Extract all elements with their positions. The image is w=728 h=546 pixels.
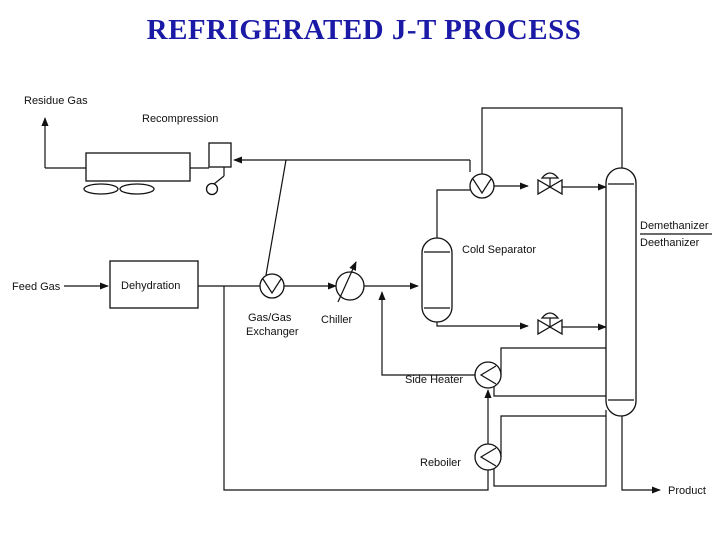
aftercooler xyxy=(85,152,191,182)
cold-separator-label: Cold Separator xyxy=(462,244,536,256)
chiller-icon xyxy=(335,261,365,303)
gas-gas-exchanger-icon xyxy=(259,273,285,299)
cold-separator-vessel xyxy=(421,237,453,323)
product-label: Product xyxy=(668,485,706,497)
side-heater-draw-line xyxy=(500,347,606,375)
product-line xyxy=(621,416,661,494)
feed-bypass-line xyxy=(223,286,489,491)
reboiler-label: Reboiler xyxy=(420,457,461,469)
side-heater-return-line xyxy=(493,387,606,397)
demethanizer-overhead-line xyxy=(481,107,623,174)
gas-exchanger-label-2: Exchanger xyxy=(246,326,299,338)
recompressor-icon xyxy=(205,142,232,196)
jt-valve-upper-icon xyxy=(537,172,563,196)
feed-gas-label: Feed Gas xyxy=(12,281,61,293)
dehydration-label: Dehydration xyxy=(121,280,180,292)
residue-gas-line xyxy=(41,117,209,169)
reboiler-draw-line xyxy=(500,415,606,457)
separator-liquid-line xyxy=(436,322,529,330)
chiller-label: Chiller xyxy=(321,314,353,326)
gas-exchanger-label-1: Gas/Gas xyxy=(248,312,292,324)
slide-title: REFRIGERATED J-T PROCESS xyxy=(146,14,582,46)
aftercooler-fan-icon xyxy=(83,183,155,195)
overhead-exchanger-icon xyxy=(469,173,495,199)
demethanizer-column xyxy=(605,167,637,417)
sideheater-to-chiller-line xyxy=(378,291,475,376)
side-heater-label: Side Heater xyxy=(405,374,463,386)
residue-gas-label: Residue Gas xyxy=(24,95,88,107)
separator-vapor-line xyxy=(436,189,470,238)
reboiler-icon xyxy=(474,443,502,471)
demethanizer-label: Demethanizer xyxy=(640,220,709,232)
deethanizer-label: Deethanizer xyxy=(640,237,700,249)
dehydration-unit xyxy=(109,260,199,309)
recompression-label: Recompression xyxy=(142,113,218,125)
reboiler-return-line xyxy=(493,410,607,487)
jt-valve-lower-icon xyxy=(537,312,563,336)
exchanger-vapor-line xyxy=(265,159,287,276)
side-heater-icon xyxy=(474,361,502,389)
